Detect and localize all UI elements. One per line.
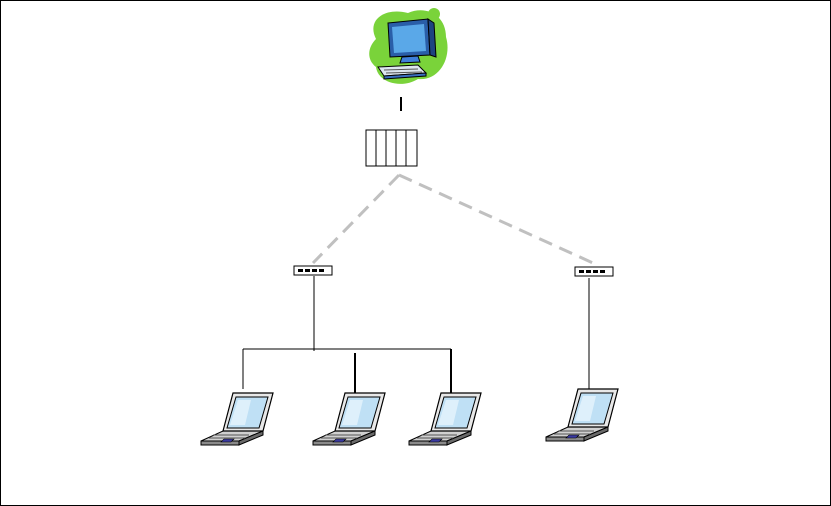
laptop-3-icon [409, 393, 481, 445]
desktop-computer-icon [369, 8, 447, 84]
switch-left-icon [294, 266, 332, 275]
laptop-4-icon [546, 389, 618, 441]
laptop-1-icon [201, 393, 273, 445]
link-hub-switch-right [399, 175, 593, 263]
rack-switch-icon [366, 130, 417, 166]
link-hub-switch-left [313, 175, 399, 263]
switch-right-icon [575, 267, 613, 276]
laptop-2-icon [313, 393, 385, 445]
